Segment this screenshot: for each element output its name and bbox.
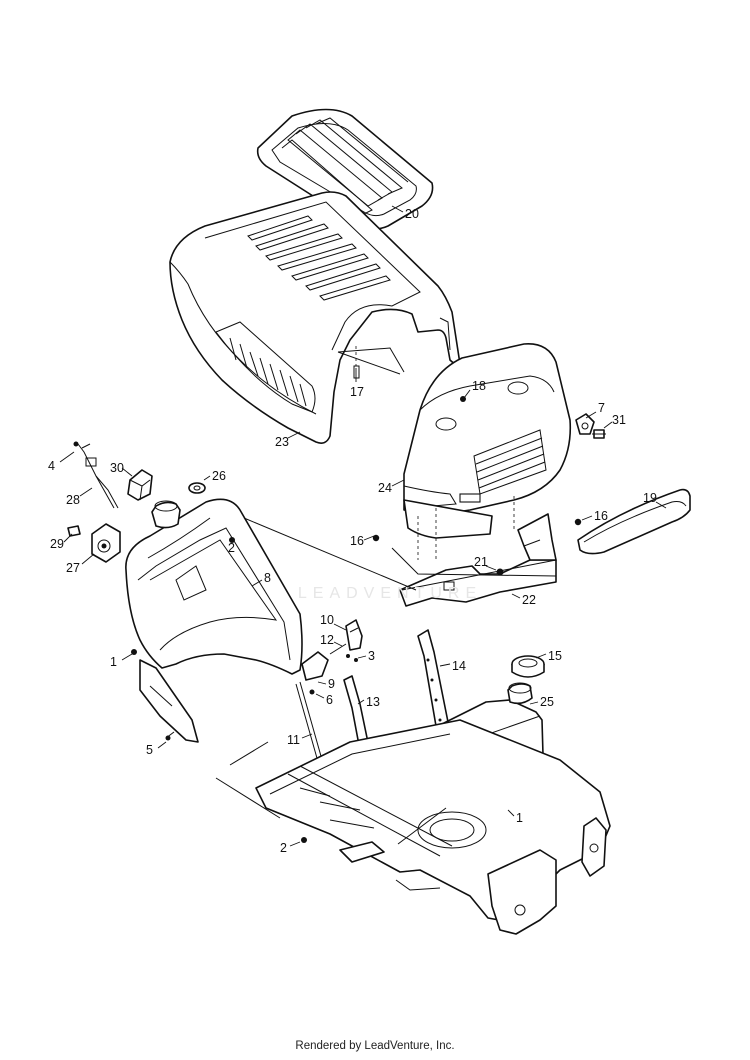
callout-6: 6 [326,693,333,707]
part-5-screw [165,731,175,741]
part-15-fuel-cap [511,655,545,678]
callout-24: 24 [378,481,392,495]
part-7-nut [575,413,595,435]
callout-20: 20 [405,207,419,221]
callout-15: 15 [548,649,562,663]
callout-7: 7 [598,401,605,415]
callout-19: 19 [643,491,657,505]
callout-3: 3 [368,649,375,663]
callout-28: 28 [66,493,80,507]
callout-29: 29 [50,537,64,551]
assembly-lines [215,517,557,819]
footer-credit: Rendered by LeadVenture, Inc. [295,1040,455,1052]
frame [255,719,611,935]
part-29-key [67,525,81,537]
callout-11: 11 [287,733,300,747]
callout-2-top: 2 [228,541,235,555]
callout-25: 25 [540,695,554,709]
part-30-switch [127,469,153,501]
part-17-screw [337,346,405,379]
callout-18: 18 [472,379,486,393]
callout-22: 22 [522,593,536,607]
callout-30: 30 [110,461,124,475]
callout-16-right: 16 [594,509,608,523]
part-3-screws [346,654,358,662]
part-26-grommet [188,482,206,494]
part-21-fastener [496,568,504,576]
part-2-fastener [301,837,307,843]
callout-13: 13 [366,695,380,709]
callout-21: 21 [474,555,488,569]
callout-9: 9 [328,677,335,691]
part-28-cable-assembly [73,441,119,509]
part-16-fastener [372,534,380,542]
callout-2-bottom: 2 [280,841,287,855]
part-10-bracket [345,619,363,651]
part-27-ignition-switch [91,523,121,563]
callout-1-right: 1 [516,811,523,825]
callouts: 20 17 18 7 31 23 4 30 26 28 24 19 16 16 … [48,205,667,855]
callout-16-left: 16 [350,534,364,548]
part-8-dash-panel [125,498,303,743]
part-1-fastener [131,649,137,655]
callout-12: 12 [320,633,334,647]
part-9-knob [301,651,329,695]
part-23-hood [169,191,461,444]
part-20-hood-insert [256,108,434,230]
watermark: LEADVENTURE [297,585,483,602]
part-31-bolt [592,429,606,439]
part-16-fastener [574,518,582,526]
callout-14: 14 [452,659,466,673]
callout-23: 23 [275,435,289,449]
callout-4: 4 [48,459,55,473]
callout-17: 17 [350,385,364,399]
callout-10: 10 [320,613,334,627]
callout-8: 8 [264,571,271,585]
part-24-front-nose [403,343,572,560]
part-12-spring [329,643,347,655]
callout-27: 27 [66,561,80,575]
callout-1-left: 1 [110,655,117,669]
callout-5: 5 [146,743,153,757]
callout-26: 26 [212,469,226,483]
callout-31: 31 [612,413,626,427]
